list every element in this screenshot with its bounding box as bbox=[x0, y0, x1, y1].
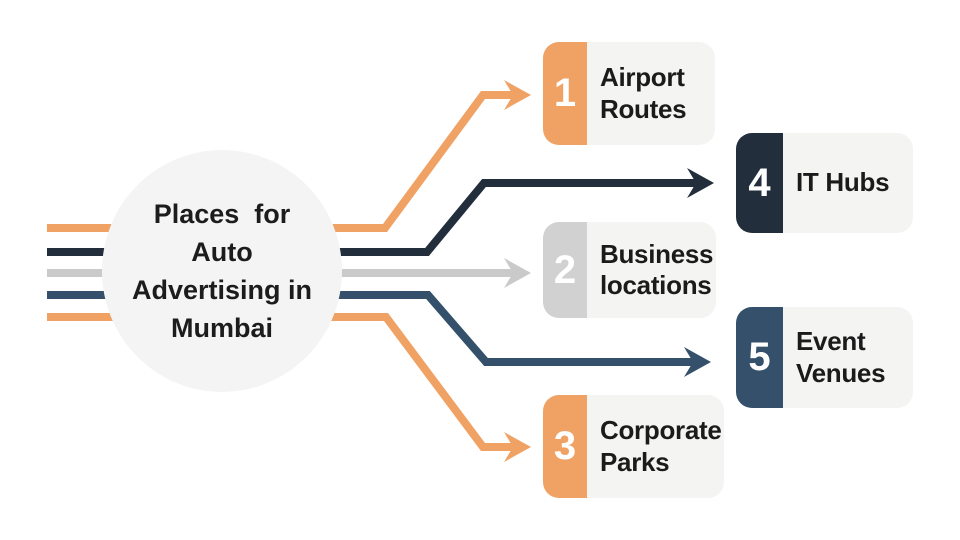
card-label: Event Venues bbox=[796, 326, 886, 388]
card-number: 4 bbox=[748, 160, 771, 205]
arrowhead-icon bbox=[687, 168, 714, 198]
card-label: Business locations bbox=[600, 238, 714, 300]
arrowhead-icon bbox=[684, 347, 711, 377]
card-number-badge: 3 bbox=[543, 395, 587, 498]
card-number-badge: 1 bbox=[543, 42, 587, 145]
card-number: 5 bbox=[748, 335, 771, 379]
card-label: Airport Routes bbox=[600, 62, 687, 124]
card-corporate-parks: 3 Corporate Parks bbox=[543, 395, 724, 498]
card-event-venues: 5 Event Venues bbox=[736, 307, 913, 408]
card-number: 3 bbox=[553, 424, 577, 468]
card-it-hubs: 4 IT Hubs bbox=[736, 133, 913, 233]
card-number-badge: 2 bbox=[543, 222, 587, 318]
card-business-locations: 2 Business locations bbox=[543, 222, 716, 318]
arrowhead-icon bbox=[504, 432, 531, 462]
arrowhead-icon bbox=[504, 258, 531, 288]
hub-title-line: Auto bbox=[191, 237, 253, 267]
card-label: IT Hubs bbox=[796, 167, 890, 198]
card-number-badge: 4 bbox=[736, 133, 783, 233]
card-label: Corporate Parks bbox=[600, 415, 722, 477]
card-number-badge: 5 bbox=[736, 307, 783, 408]
card-body: Event Venues bbox=[783, 307, 913, 408]
hub-title-line: Places for bbox=[153, 199, 291, 229]
card-airport-routes: 1 Airport Routes bbox=[543, 42, 715, 145]
arrowhead-icon bbox=[504, 80, 531, 110]
card-body: Corporate Parks bbox=[587, 395, 724, 498]
card-body: Airport Routes bbox=[587, 42, 715, 145]
card-number: 1 bbox=[553, 71, 577, 115]
hub-title: Places for Auto Advertising in Mumbai bbox=[132, 195, 312, 347]
card-number: 2 bbox=[553, 247, 577, 292]
card-body: IT Hubs bbox=[783, 133, 913, 233]
hub-title-line: Mumbai bbox=[170, 313, 273, 343]
hub-circle: Places for Auto Advertising in Mumbai bbox=[102, 150, 342, 392]
card-body: Business locations bbox=[587, 222, 716, 318]
hub-title-line: Advertising in bbox=[131, 275, 313, 305]
